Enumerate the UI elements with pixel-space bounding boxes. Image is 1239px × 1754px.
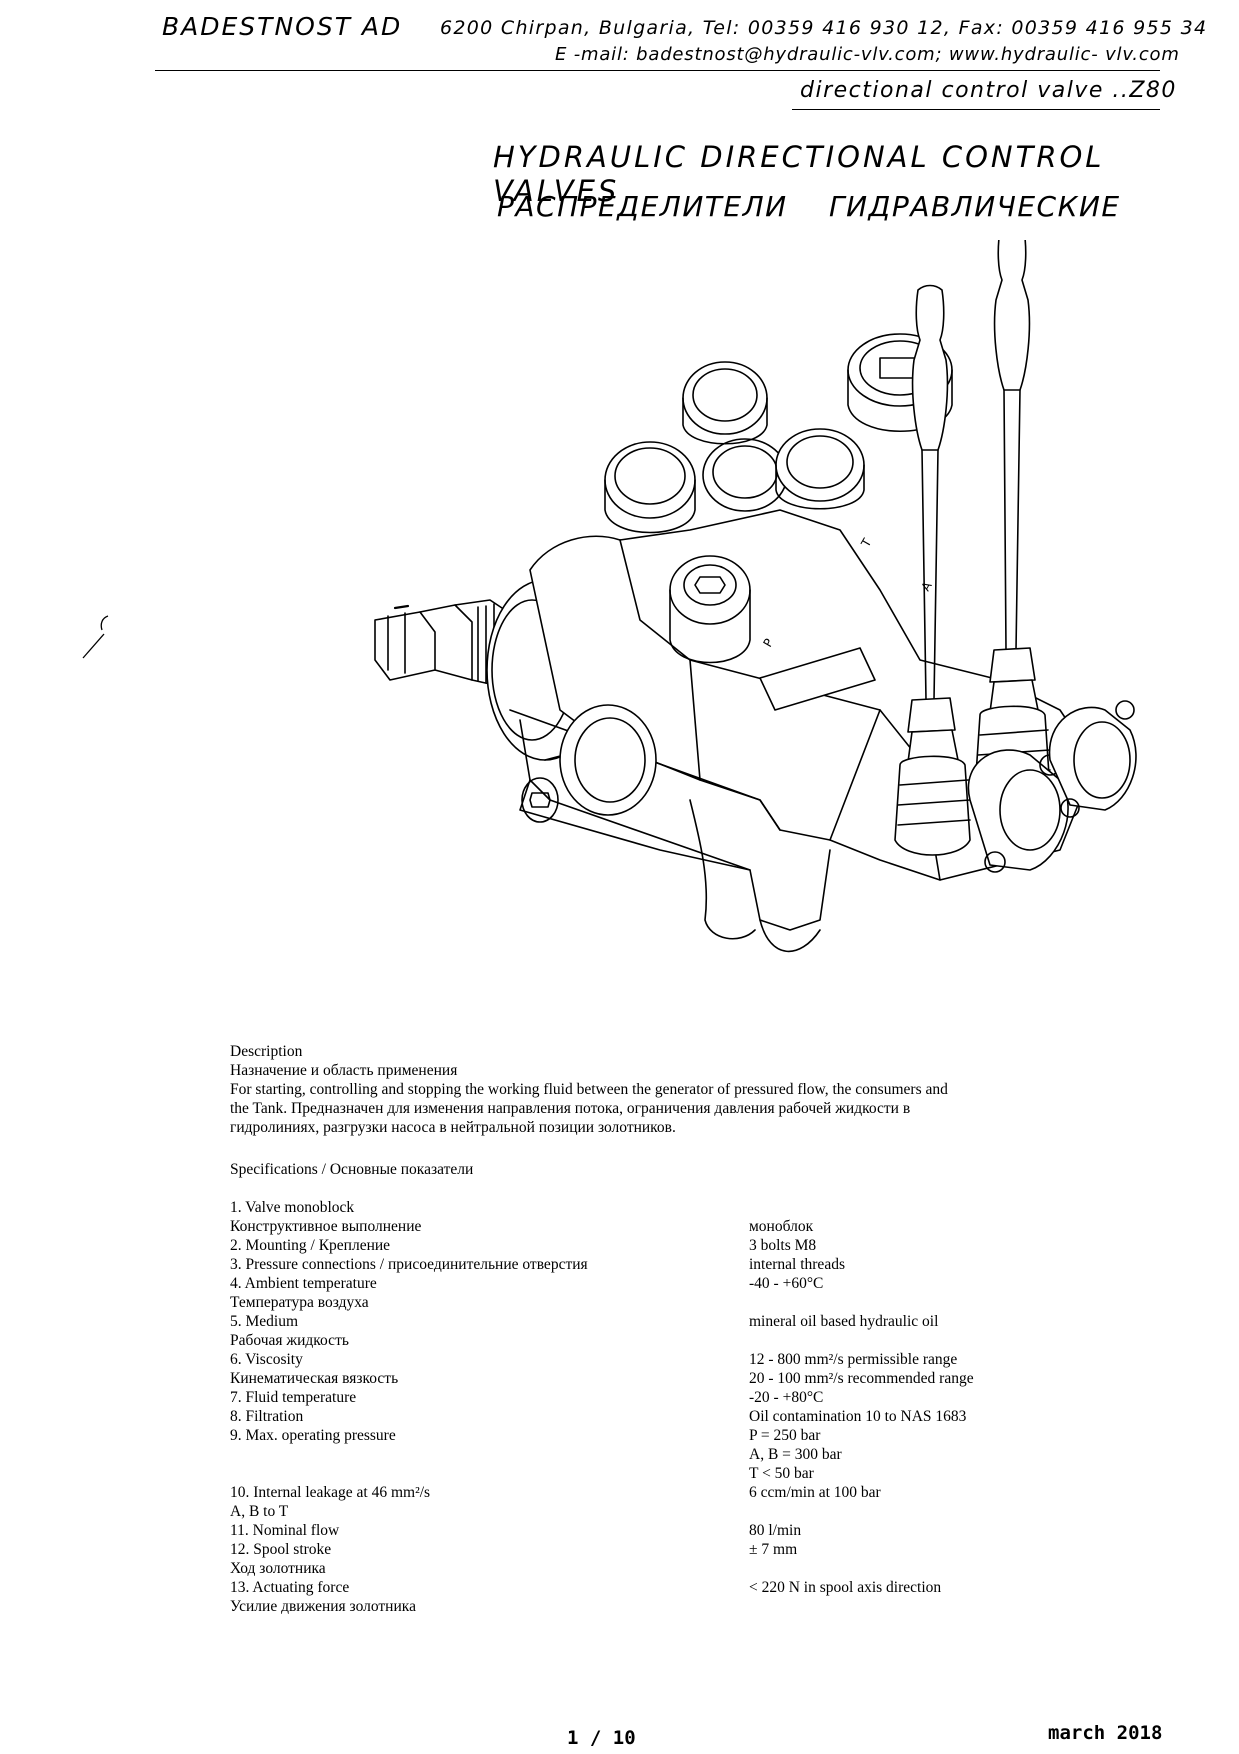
description-line: Description bbox=[230, 1043, 303, 1060]
spec-row: 6. Viscosity 12 - 800 mm²/s permissible r… bbox=[230, 1350, 1030, 1369]
description-line: For starting, controlling and stopping t… bbox=[230, 1081, 948, 1098]
spec-label: Температура воздуха bbox=[230, 1294, 369, 1311]
spec-value: 12 - 800 mm²/s permissible range bbox=[749, 1351, 958, 1368]
spec-label: 10. Internal leakage at 46 mm²/s bbox=[230, 1484, 431, 1501]
spec-value: 3 bolts M8 bbox=[749, 1237, 817, 1254]
description-line: Назначение и область применения bbox=[230, 1062, 458, 1079]
spec-label: 9. Max. operating pressure bbox=[230, 1427, 396, 1444]
description-block: Description Назначение и область примене… bbox=[230, 1042, 1030, 1137]
document-title: directional control valve ..Z80 bbox=[800, 78, 1177, 103]
main-title-en: HYDRAULIC DIRECTIONAL CONTROL VALVES bbox=[493, 140, 1105, 208]
company-address: 6200 Chirpan, Bulgaria, Tel: 00359 416 9… bbox=[440, 17, 1208, 39]
document-date: march 2018 bbox=[1048, 1722, 1163, 1744]
spec-row: T < 50 bar bbox=[230, 1464, 1030, 1483]
spec-value: P = 250 bar bbox=[749, 1427, 821, 1444]
spec-value: ± 7 mm bbox=[749, 1541, 798, 1558]
specs-heading: Specifications / Основные показатели bbox=[230, 1161, 474, 1178]
header-rule bbox=[155, 70, 1160, 71]
spec-row: 8. Filtration Oil contamination 10 to NAS… bbox=[230, 1407, 1030, 1426]
spec-row: 9. Max. operating pressure P = 250 bar bbox=[230, 1426, 1030, 1445]
spec-row: A, B to T bbox=[230, 1502, 1030, 1521]
spec-row: Конструктивное выполнение моноблок bbox=[230, 1217, 1030, 1236]
port-caps bbox=[604, 333, 953, 664]
spec-row: 3. Pressure connections / присоединитель… bbox=[230, 1255, 1030, 1274]
side-port bbox=[521, 704, 657, 823]
spec-row: 2. Mounting / Крепление 3 bolts M8 bbox=[230, 1236, 1030, 1255]
description-line: the Tank. Предназначен для изменения нап… bbox=[230, 1100, 911, 1117]
spec-row: 12. Spool stroke ± 7 mm bbox=[230, 1540, 1030, 1559]
stray-mark bbox=[82, 615, 109, 659]
spec-value: internal threads bbox=[749, 1256, 845, 1273]
spec-label: 8. Filtration bbox=[230, 1408, 304, 1425]
spec-label: 5. Medium bbox=[230, 1313, 299, 1330]
description-line: гидролиниях, разгрузки насоса в нейтраль… bbox=[230, 1119, 676, 1136]
spec-row: 4. Ambient temperature -40 - +60°C bbox=[230, 1274, 1030, 1293]
spec-label: Кинематическая вязкость bbox=[230, 1370, 399, 1387]
right-end-caps bbox=[967, 700, 1137, 873]
company-name: BADESTNOST AD bbox=[162, 12, 403, 41]
page-number: 1 / 10 bbox=[567, 1727, 636, 1749]
spec-value: 80 l/min bbox=[749, 1522, 802, 1539]
spec-label: A, B to T bbox=[230, 1503, 289, 1520]
spec-label: 4. Ambient temperature bbox=[230, 1275, 377, 1292]
spec-row: Рабочая жидкость bbox=[230, 1331, 1030, 1350]
spec-value: моноблок bbox=[749, 1218, 814, 1235]
port-label-a: A bbox=[918, 579, 935, 594]
spec-row: A, B = 300 bar bbox=[230, 1445, 1030, 1464]
spec-row: 13. Actuating force < 220 N in spool axis… bbox=[230, 1578, 1030, 1597]
spec-row: 1. Valve monoblock bbox=[230, 1198, 1030, 1217]
title-rule bbox=[792, 109, 1160, 110]
spec-label: 3. Pressure connections / присоединитель… bbox=[230, 1256, 588, 1273]
spec-label: Рабочая жидкость bbox=[230, 1332, 349, 1349]
main-title-ru-right: ГИДРАВЛИЧЕСКИЕ bbox=[829, 190, 1121, 223]
valve-drawing: P T A bbox=[374, 240, 1137, 953]
port-label-t: T bbox=[858, 536, 875, 551]
spec-label: Усилие движения золотника bbox=[230, 1598, 416, 1615]
spec-label: 13. Actuating force bbox=[230, 1579, 350, 1596]
lever-left bbox=[894, 284, 971, 856]
spec-value: 20 - 100 mm²/s recommended range bbox=[749, 1370, 974, 1387]
spec-row: 7. Fluid temperature -20 - +80°C bbox=[230, 1388, 1030, 1407]
spec-value: -20 - +80°C bbox=[749, 1389, 824, 1406]
lever-right bbox=[974, 240, 1051, 806]
spec-label: Ход золотника bbox=[230, 1560, 326, 1577]
company-email-line: E -mail: badestnost@hydraulic-vlv.com; w… bbox=[555, 44, 1180, 65]
spec-label: 2. Mounting / Крепление bbox=[230, 1237, 391, 1254]
spec-value: mineral oil based hydraulic oil bbox=[749, 1313, 939, 1330]
spec-value: -40 - +60°C bbox=[749, 1275, 824, 1292]
spec-label: 6. Viscosity bbox=[230, 1351, 303, 1368]
spec-label: 11. Nominal flow bbox=[230, 1522, 340, 1539]
spec-row: 10. Internal leakage at 46 mm²/s 6 ccm/mi… bbox=[230, 1483, 1030, 1502]
specs-table: 1. Valve monoblock Конструктивное выполн… bbox=[230, 1198, 1030, 1616]
spec-label: Конструктивное выполнение bbox=[230, 1218, 422, 1235]
name-plate bbox=[759, 647, 876, 711]
spec-row: 5. Medium mineral oil based hydraulic oil bbox=[230, 1312, 1030, 1331]
spec-value: T < 50 bar bbox=[749, 1465, 814, 1482]
spec-label: 12. Spool stroke bbox=[230, 1541, 332, 1558]
spec-value: A, B = 300 bar bbox=[749, 1446, 842, 1463]
spec-row: Кинематическая вязкость 20 - 100 mm²/s re… bbox=[230, 1369, 1030, 1388]
main-title-ru-left: РАСПРЕДЕЛИТЕЛИ bbox=[497, 190, 788, 223]
spec-value: < 220 N in spool axis direction bbox=[749, 1579, 942, 1596]
spec-row: Усилие движения золотника bbox=[230, 1597, 1030, 1616]
spec-value: Oil contamination 10 to NAS 1683 bbox=[749, 1408, 967, 1425]
spec-value: 6 ccm/min at 100 bar bbox=[749, 1484, 881, 1501]
spec-row: Ход золотника bbox=[230, 1559, 1030, 1578]
spec-row: Температура воздуха bbox=[230, 1293, 1030, 1312]
spec-label: 1. Valve monoblock bbox=[230, 1199, 355, 1216]
spec-label: 7. Fluid temperature bbox=[230, 1389, 357, 1406]
spec-row: 11. Nominal flow 80 l/min bbox=[230, 1521, 1030, 1540]
